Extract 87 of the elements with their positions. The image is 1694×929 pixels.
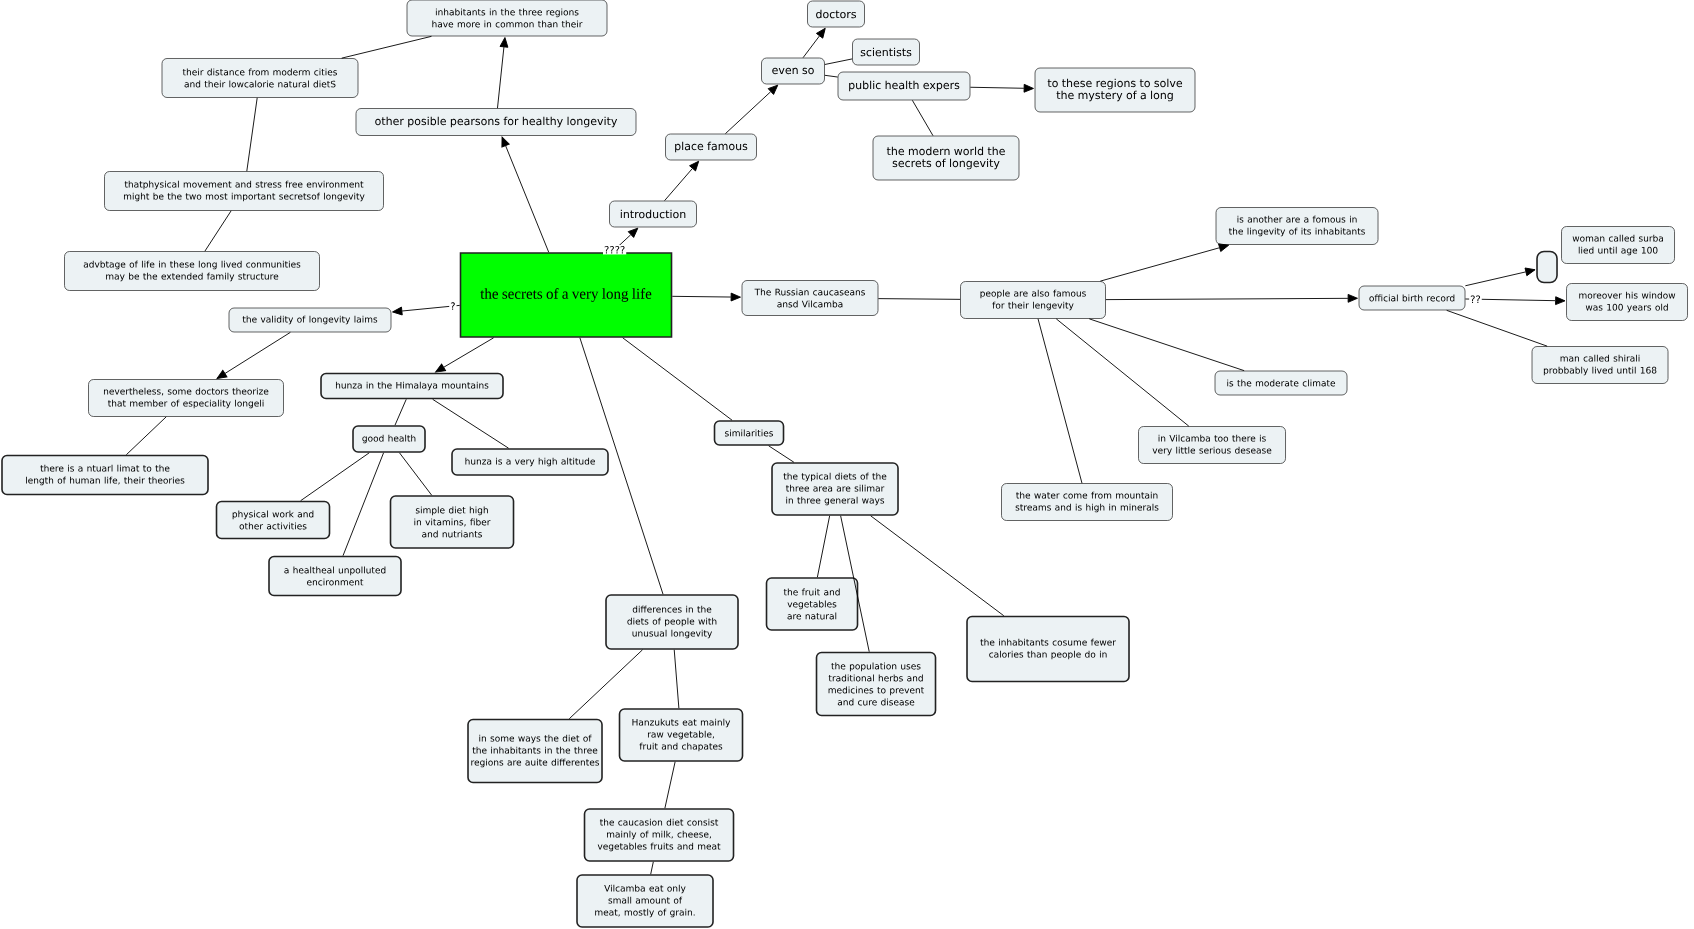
connector-line: [673, 649, 680, 709]
connector-line: [911, 99, 934, 137]
concept-box: woman called surba lied until age 100: [1561, 226, 1675, 264]
concept-box: in some ways the diet of the inhabitants in the three regions are auite differentes: [467, 718, 603, 784]
concept-box: there is a ntuarl limat to the length of human life, their theories: [1, 454, 209, 496]
connector-line: [768, 445, 795, 463]
concept-box: man called shirali probbably lived until 168: [1531, 346, 1669, 384]
concept-box: the typical diets of the three area are silimar in three general ways: [771, 462, 899, 516]
connector-line: [432, 398, 510, 449]
concept-box: thatphysical movement and stress free environment might be the two most important secretsof longevity: [104, 171, 384, 211]
arrow: [969, 83, 1034, 93]
empty-pill-box: [1536, 250, 1558, 284]
concept-box: other posible pearsons for healthy longevity: [355, 108, 637, 136]
concept-box: the inhabitants cosume fewer calories than people do in: [966, 615, 1130, 683]
concept-box: the validity of longevity laims: [228, 307, 392, 333]
connector-line: [125, 416, 167, 456]
connector-line: [204, 210, 232, 252]
edge-label: ??: [1470, 295, 1481, 303]
arrow: [724, 84, 779, 135]
concept-box: public health expers: [837, 71, 971, 101]
connector-line: [342, 452, 384, 557]
concept-box: Vilcamba eat only small amount of meat, mostly of grain.: [576, 874, 714, 928]
concept-box: scientists: [852, 38, 920, 66]
connector-line: [650, 861, 654, 875]
connector-line: [824, 74, 839, 78]
arrow: [392, 304, 461, 316]
concept-box: hunza is a very high altitude: [451, 448, 609, 476]
connector-line: [579, 337, 664, 595]
concept-box: doctors: [807, 0, 865, 28]
concept-box: hunza in the Himalaya mountains: [320, 372, 504, 400]
concept-box: a healtheal unpolluted encironment: [268, 555, 402, 597]
concept-box: inhabitants in the three regions have more in common than their: [406, 0, 608, 37]
connector-line: [664, 761, 676, 809]
arrow: [802, 27, 826, 59]
arrow: [501, 136, 550, 253]
edge-label: ?: [450, 302, 455, 310]
concept-box: Hanzukuts eat mainly raw vegetable, fruit and chapates: [618, 708, 744, 762]
connector-line: [1446, 309, 1548, 347]
connector-line: [1037, 318, 1083, 484]
connector-line: [877, 298, 961, 300]
connector-line: [300, 452, 370, 502]
connector-line: [399, 452, 433, 496]
arrow: [1464, 267, 1536, 287]
concept-box: their distance from moderm cities and their lowcalorie natural dietS: [161, 58, 359, 98]
concept-box: the caucasion diet consist mainly of milk, cheese, vegetables fruits and meat: [583, 808, 735, 862]
concept-box: differences in the diets of people with unusual longevity: [605, 594, 739, 650]
connector-line: [341, 35, 432, 59]
concept-box: is the moderate climate: [1214, 370, 1348, 396]
concept-box: the water come from mountain streams and is high in minerals: [1001, 483, 1173, 521]
connector-line: [1088, 318, 1245, 372]
connector-line: [816, 515, 831, 578]
concept-box: good health: [352, 425, 426, 453]
arrow: [1099, 243, 1230, 282]
concept-box: official birth record: [1358, 285, 1466, 311]
arrow: [435, 337, 495, 373]
connector-line: [568, 649, 643, 720]
connector-line: [840, 515, 870, 653]
concept-box: to these regions to solve the mystery of a long: [1034, 67, 1196, 113]
concept-box: similarities: [713, 420, 785, 446]
concept-box: the fruit and vegetables are natural: [765, 577, 859, 631]
arrow: [497, 37, 509, 109]
concept-box: moreover his window was 100 years old: [1566, 283, 1688, 321]
concept-box: place famous: [665, 133, 757, 161]
connector-line: [394, 398, 407, 426]
concept-box: advbtage of life in these long lived conmunities may be the extended family structure: [64, 251, 320, 291]
connector-line: [824, 58, 853, 65]
arrow: [671, 292, 741, 302]
arrow: [216, 331, 291, 379]
arrow: [1464, 296, 1566, 306]
concept-box: in Vilcamba too there is very little serious desease: [1138, 426, 1286, 464]
concept-box: nevertheless, some doctors theorize that member of especiality longeli: [88, 379, 284, 417]
concept-box: physical work and other activities: [215, 500, 331, 540]
connector-line: [622, 337, 733, 421]
concept-box: introduction: [609, 200, 697, 228]
concept-box: is another are a fomous in the lingevity of its inhabitants: [1215, 207, 1379, 245]
connector-line: [1055, 318, 1190, 427]
arrow: [664, 160, 700, 202]
concept-box: The Russian caucaseans ansd Vilcamba: [741, 280, 879, 316]
concept-box: the population uses traditional herbs and medicines to prevent and cure disease: [815, 651, 937, 717]
concept-box: simple diet high in vitamins, fiber and nutriants: [389, 495, 515, 549]
arrow: [1105, 293, 1358, 303]
concept-box: the modern world the secrets of longevity: [872, 135, 1020, 181]
concept-box: even so: [761, 57, 825, 85]
edge-label: ????: [604, 246, 625, 254]
connector-line: [246, 97, 258, 172]
connector-line: [870, 515, 1005, 617]
concept-box: people are also famous for their lengevity: [960, 281, 1106, 319]
